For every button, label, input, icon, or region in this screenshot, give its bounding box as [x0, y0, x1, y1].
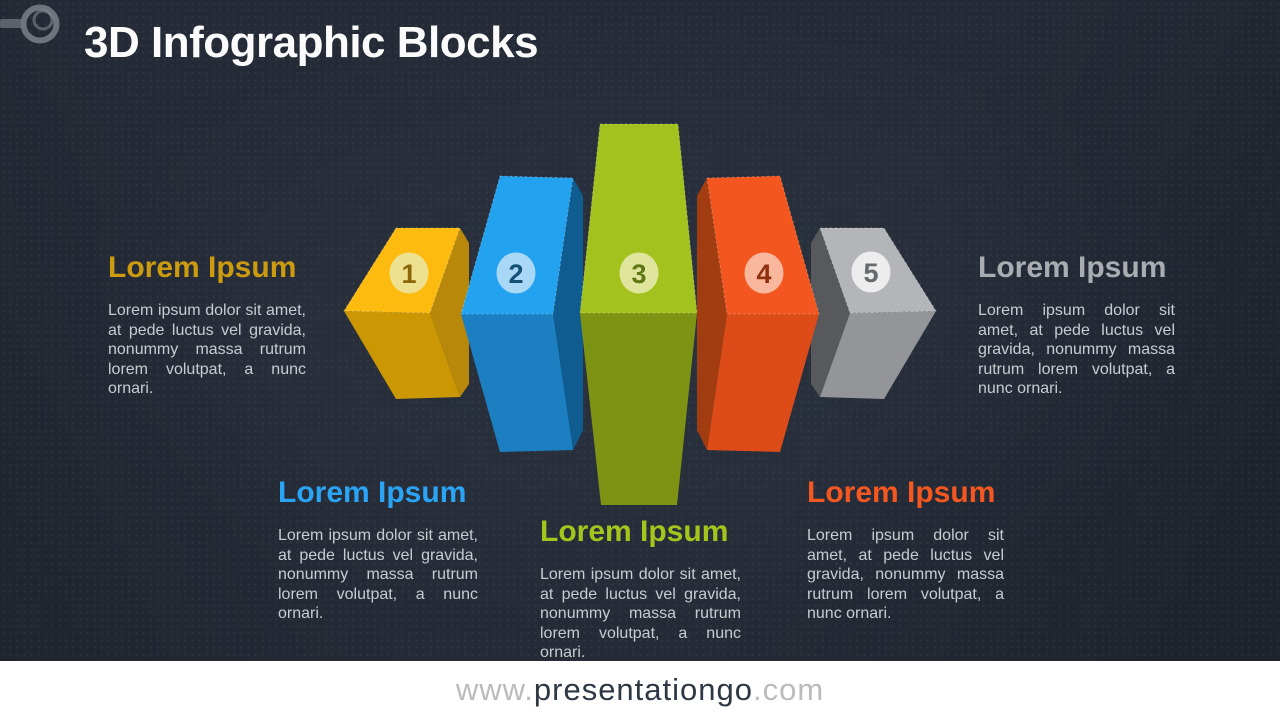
text-block-1-body: Lorem ipsum dolor sit amet, at pede luct… [108, 302, 306, 398]
block-5-lower-face [820, 311, 936, 399]
3d-blocks-graphic: 1 2 3 4 5 [343, 123, 937, 505]
slide-title: 3D Infographic Blocks [84, 18, 539, 67]
block-2 [460, 175, 583, 452]
text-block-4: Lorem Ipsum Lorem ipsum dolor sit amet, … [807, 475, 1004, 624]
text-block-2: Lorem Ipsum Lorem ipsum dolor sit amet, … [278, 475, 478, 624]
block-2-badge [496, 252, 536, 294]
footer-url: www.presentationgo.com [456, 672, 824, 707]
footer-www: www. [455, 672, 534, 707]
block-4-badge [744, 252, 784, 294]
text-block-4-heading: Lorem Ipsum [807, 476, 996, 509]
text-block-2-body: Lorem ipsum dolor sit amet, at pede luct… [278, 527, 478, 623]
footer-domain: presentationgo [533, 672, 753, 707]
text-block-3-body: Lorem ipsum dolor sit amet, at pede luct… [540, 566, 741, 662]
text-block-1: Lorem Ipsum Lorem ipsum dolor sit amet, … [108, 250, 306, 399]
text-block-5: Lorem Ipsum Lorem ipsum dolor sit amet, … [978, 250, 1175, 399]
block-4-lower-face [707, 314, 819, 452]
block-3-front-face [579, 123, 698, 314]
footer-bar: www.presentationgo.com [0, 661, 1280, 720]
block-5-side-face [811, 228, 850, 397]
block-1 [343, 227, 469, 399]
block-1-badge [389, 252, 429, 294]
text-block-3-heading: Lorem Ipsum [540, 515, 729, 548]
footer-tld: .com [753, 672, 825, 707]
block-2-lower-face [461, 314, 573, 452]
block-4-side-face [697, 178, 727, 450]
block-5-badge [851, 251, 891, 293]
block-3-badge [619, 252, 659, 294]
magnifier-icon [0, 4, 60, 44]
text-block-2-heading: Lorem Ipsum [278, 476, 467, 509]
block-4 [697, 175, 820, 452]
block-2-front-face [460, 175, 574, 315]
block-3-number: 3 [631, 259, 646, 289]
block-1-lower-face [344, 311, 460, 399]
text-block-4-body: Lorem ipsum dolor sit amet, at pede luct… [807, 527, 1004, 623]
text-block-5-body: Lorem ipsum dolor sit amet, at pede luct… [978, 302, 1175, 398]
block-3 [579, 123, 698, 505]
block-1-side-face [430, 228, 469, 397]
block-2-side-face [553, 178, 583, 450]
block-4-front-face [706, 175, 820, 315]
block-3-lower-face [580, 313, 697, 505]
text-block-3: Lorem Ipsum Lorem ipsum dolor sit amet, … [540, 514, 741, 663]
text-block-1-heading: Lorem Ipsum [108, 251, 297, 284]
block-badges: 1 2 3 4 5 [389, 251, 891, 294]
block-4-number: 4 [756, 259, 771, 289]
block-2-number: 2 [508, 259, 523, 289]
block-5-number: 5 [863, 258, 878, 288]
text-block-5-heading: Lorem Ipsum [978, 251, 1167, 284]
block-1-number: 1 [401, 259, 416, 289]
